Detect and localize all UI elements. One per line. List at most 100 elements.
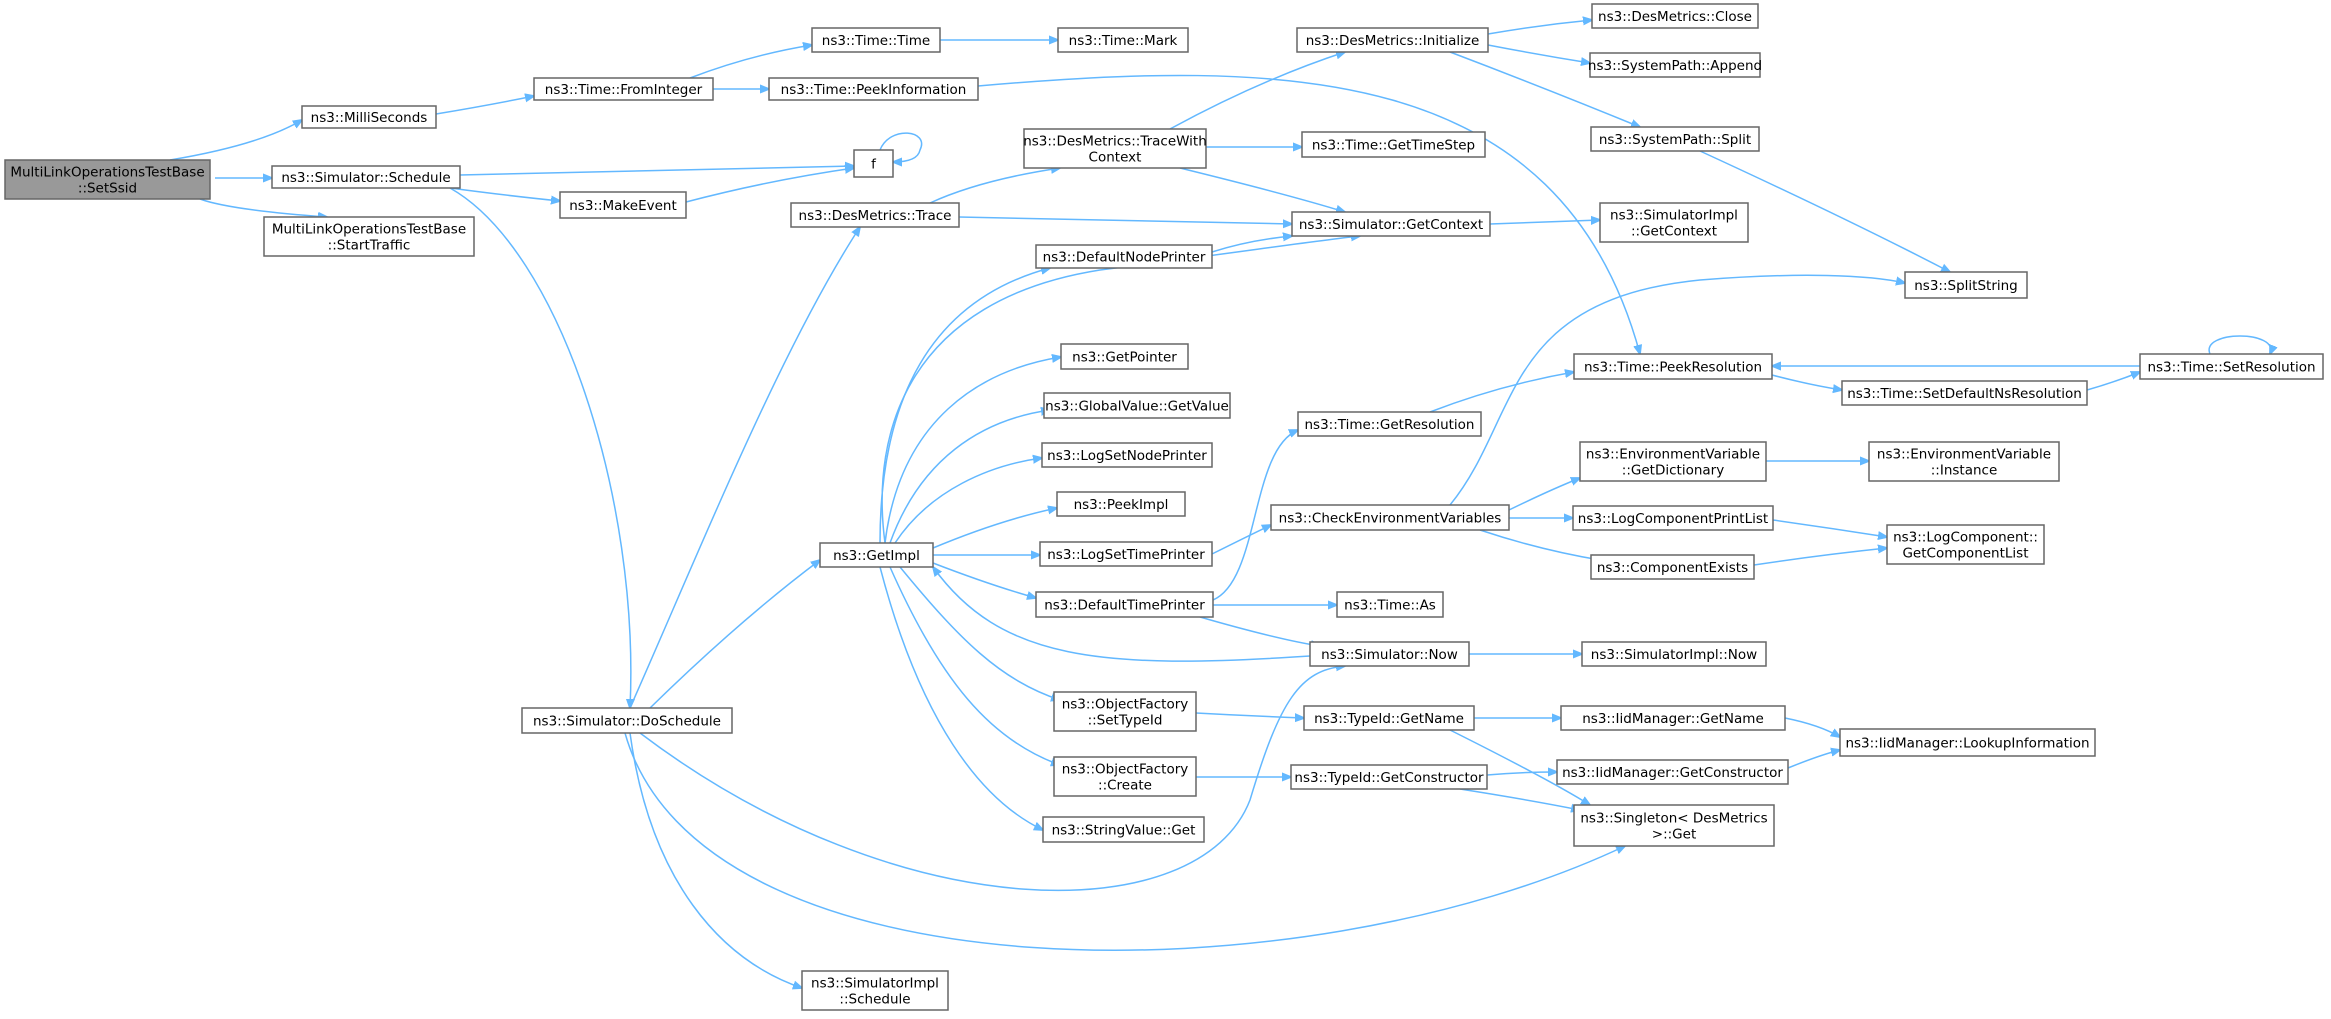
node-envdict[interactable]: ns3::EnvironmentVariable::GetDictionary	[1579, 441, 1767, 482]
node-label: ::GetDictionary	[1622, 463, 1724, 479]
node-box	[1868, 441, 2060, 482]
node-globalvalue[interactable]: ns3::GlobalValue::GetValue	[1043, 392, 1231, 419]
edge-simnow-to-getimpl	[933, 567, 1311, 662]
node-f[interactable]: f	[853, 149, 894, 178]
node-peekres[interactable]: ns3::Time::PeekResolution	[1573, 353, 1773, 380]
node-setresolution[interactable]: ns3::Time::SetResolution	[2139, 353, 2324, 380]
node-sysappend[interactable]: ns3::SystemPath::Append	[1588, 52, 1762, 78]
node-logcompprint[interactable]: ns3::LogComponentPrintList	[1572, 505, 1774, 531]
node-timetime[interactable]: ns3::Time::Time	[811, 27, 941, 53]
node-simimplsched[interactable]: ns3::SimulatorImpl::Schedule	[801, 970, 949, 1011]
node-box	[1056, 491, 1186, 517]
node-ofcreate[interactable]: ns3::ObjectFactory::Create	[1053, 756, 1197, 797]
edge-doschedule-to-getimpl	[649, 560, 820, 709]
node-box	[1572, 505, 1774, 531]
node-label: ns3::GlobalValue::GetValue	[1045, 399, 1229, 415]
node-simnow[interactable]: ns3::Simulator::Now	[1309, 641, 1470, 667]
node-box	[1560, 705, 1786, 731]
node-getresolution[interactable]: ns3::Time::GetResolution	[1297, 411, 1482, 437]
node-defnodeprinter[interactable]: ns3::DefaultNodePrinter	[1035, 244, 1213, 269]
node-desinit[interactable]: ns3::DesMetrics::Initialize	[1296, 27, 1489, 53]
node-box	[1035, 591, 1214, 618]
node-fromint[interactable]: ns3::Time::FromInteger	[533, 77, 714, 101]
node-logsettime[interactable]: ns3::LogSetTimePrinter	[1039, 541, 1213, 567]
node-label: ns3::LogComponentPrintList	[1578, 511, 1768, 527]
node-desclose[interactable]: ns3::DesMetrics::Close	[1591, 3, 1759, 29]
node-doschedule[interactable]: ns3::Simulator::DoSchedule	[521, 707, 733, 734]
edge-getimpl-to-deftimeprinter	[932, 562, 1036, 598]
node-deftimeprinter[interactable]: ns3::DefaultTimePrinter	[1035, 591, 1214, 618]
edge-getimpl-to-ofsettypeid	[899, 566, 1060, 700]
node-logcomplist[interactable]: ns3::LogComponent::GetComponentList	[1886, 524, 2045, 565]
node-peekinfo[interactable]: ns3::Time::PeekInformation	[768, 77, 979, 101]
node-typeidname[interactable]: ns3::TypeId::GetName	[1303, 705, 1475, 731]
node-label: ns3::SystemPath::Append	[1588, 58, 1762, 74]
edge-compexists-to-logcomplist	[1753, 548, 1887, 566]
edge-getimpl-to-logsetnode	[894, 458, 1042, 544]
edge-desinit-to-desclose	[1487, 20, 1592, 35]
node-label: ::SetSsid	[78, 181, 137, 197]
node-box	[1053, 756, 1197, 797]
node-gettimestep[interactable]: ns3::Time::GetTimeStep	[1301, 131, 1486, 158]
node-iidlookup[interactable]: ns3::IidManager::LookupInformation	[1839, 728, 2096, 757]
node-getimpl[interactable]: ns3::GetImpl	[819, 542, 934, 568]
node-box	[271, 165, 461, 189]
node-makeevent[interactable]: ns3::MakeEvent	[559, 191, 687, 219]
node-stringvalue[interactable]: ns3::StringValue::Get	[1042, 816, 1205, 843]
node-singleton[interactable]: ns3::Singleton< DesMetrics >::Get	[1573, 804, 1775, 847]
node-schedule[interactable]: ns3::Simulator::Schedule	[271, 165, 461, 189]
node-ofsettypeid[interactable]: ns3::ObjectFactory::SetTypeId	[1053, 691, 1197, 732]
node-box	[768, 77, 979, 101]
node-destrace[interactable]: ns3::DesMetrics::Trace	[790, 202, 960, 228]
node-box	[819, 542, 934, 568]
node-label: ns3::Time::FromInteger	[545, 82, 703, 98]
node-label: ns3::Simulator::DoSchedule	[533, 714, 721, 730]
node-box	[1303, 705, 1475, 731]
node-label: ns3::LogSetTimePrinter	[1047, 547, 1205, 563]
node-label: ns3::GetPointer	[1072, 350, 1177, 366]
node-box	[790, 202, 960, 228]
node-logsetnode[interactable]: ns3::LogSetNodePrinter	[1041, 442, 1213, 468]
node-label: ns3::EnvironmentVariable	[1586, 447, 1760, 463]
node-box	[1599, 202, 1749, 243]
node-simimplnow[interactable]: ns3::SimulatorImpl::Now	[1581, 641, 1767, 667]
node-setdefaultns[interactable]: ns3::Time::SetDefaultNsResolution	[1841, 380, 2088, 406]
node-timeas[interactable]: ns3::Time::As	[1336, 591, 1444, 618]
node-label: ns3::GetImpl	[833, 548, 920, 564]
edge-typeidname-to-singleton	[1449, 729, 1590, 805]
node-label: ::GetContext	[1631, 224, 1717, 240]
edge-typeidctor-to-singleton	[1459, 788, 1580, 810]
edge-getcontext-to-simimplctx	[1489, 220, 1600, 224]
node-box	[2139, 353, 2324, 380]
node-peekimpl[interactable]: ns3::PeekImpl	[1056, 491, 1186, 517]
node-typeidctor[interactable]: ns3::TypeId::GetConstructor	[1290, 764, 1488, 790]
edge-defnodeprinter-to-getcontext	[1211, 236, 1292, 253]
edge-setdefaultns-to-setresolution	[2086, 372, 2140, 391]
edge-iidctor-to-iidlookup	[1787, 750, 1840, 769]
node-syssplit[interactable]: ns3::SystemPath::Split	[1590, 126, 1760, 152]
node-simimplctx[interactable]: ns3::SimulatorImpl::GetContext	[1599, 202, 1749, 243]
node-getpointer[interactable]: ns3::GetPointer	[1060, 343, 1189, 370]
node-splitstring[interactable]: ns3::SplitString	[1904, 271, 2028, 299]
node-label: ns3::SimulatorImpl	[1610, 208, 1738, 224]
node-label: ns3::DesMetrics::Close	[1598, 9, 1752, 25]
node-box	[1589, 52, 1761, 78]
node-label: ns3::SimulatorImpl::Now	[1591, 647, 1757, 663]
edge-doschedule-to-simimplsched	[629, 732, 802, 988]
node-label: ns3::Time::SetDefaultNsResolution	[1847, 386, 2082, 402]
node-box	[521, 707, 733, 734]
node-label: ns3::DefaultTimePrinter	[1044, 598, 1205, 614]
node-iidctor[interactable]: ns3::IidManager::GetConstructor	[1556, 759, 1789, 785]
node-getcontext[interactable]: ns3::Simulator::GetContext	[1291, 211, 1491, 237]
node-timemark[interactable]: ns3::Time::Mark	[1057, 27, 1189, 53]
node-label: ns3::SimulatorImpl	[811, 976, 939, 992]
node-setssid[interactable]: MultiLinkOperationsTestBase::SetSsid	[4, 159, 211, 200]
node-box	[1042, 816, 1205, 843]
node-checkenv[interactable]: ns3::CheckEnvironmentVariables	[1270, 504, 1510, 531]
node-iidname[interactable]: ns3::IidManager::GetName	[1560, 705, 1786, 731]
node-milliseconds[interactable]: ns3::MilliSeconds	[301, 105, 437, 129]
node-envinstance[interactable]: ns3::EnvironmentVariable::Instance	[1868, 441, 2060, 482]
node-starttraffic[interactable]: MultiLinkOperationsTestBase::StartTraffi…	[263, 216, 475, 257]
node-compexists[interactable]: ns3::ComponentExists	[1590, 554, 1755, 580]
